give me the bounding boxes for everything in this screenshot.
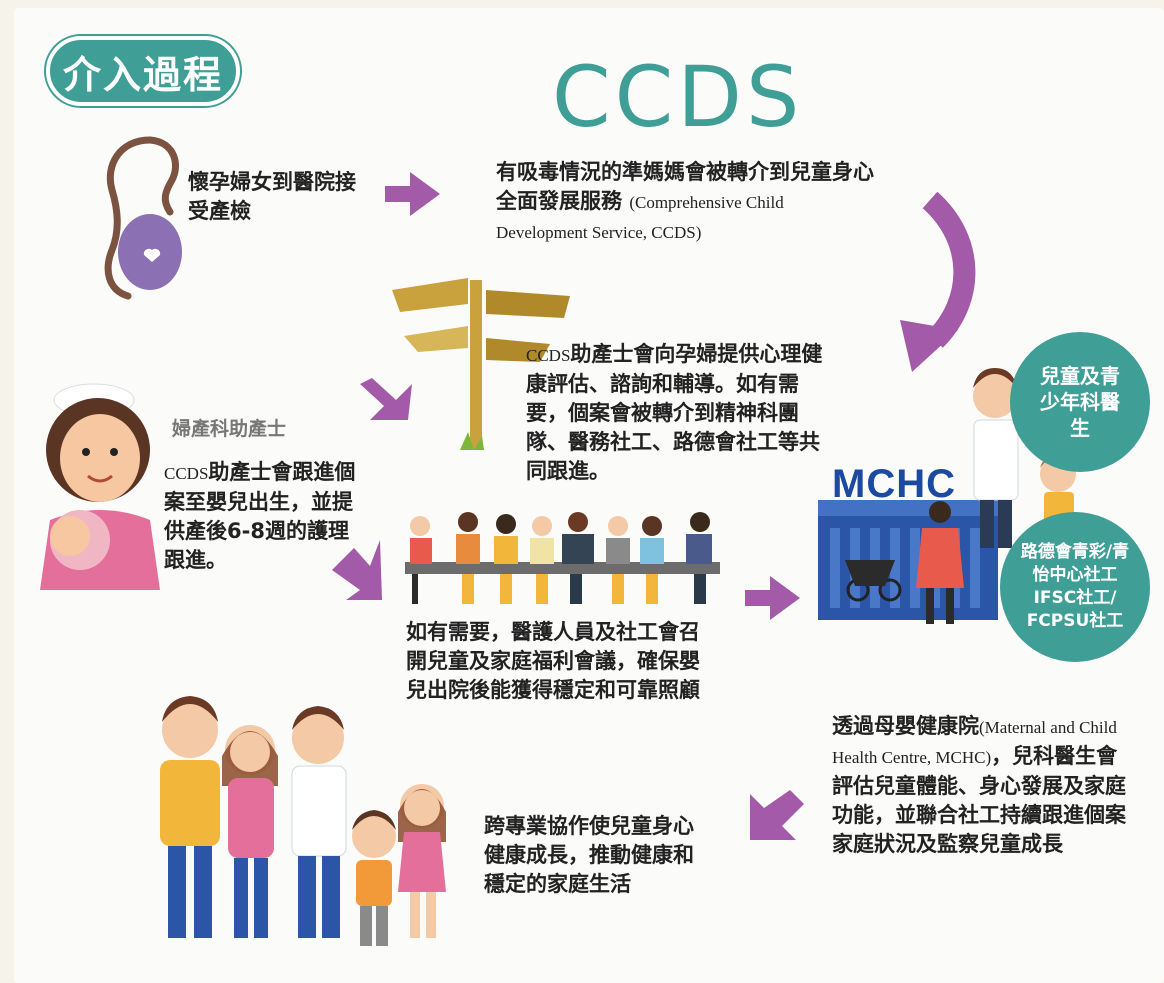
step-assessment-text: CCDS助產士會向孕婦提供心理健康評估、諮詢和輔導。如有需要，個案會被轉介到精神… bbox=[526, 340, 826, 486]
assessment-prefix: CCDS bbox=[526, 346, 571, 365]
step-prenatal-text: 懷孕婦女到醫院接受產檢 bbox=[188, 170, 356, 223]
step-followup-text: CCDS助產士會跟進個案至嬰兒出生，並提供產後6-8週的護理跟進。 bbox=[164, 458, 364, 575]
step-mchc-text: 透過母嬰健康院(Maternal and Child Health Centre… bbox=[832, 712, 1132, 859]
step-conference-text: 如有需要，醫護人員及社工會召開兒童及家庭福利會議，確保嬰兒出院後能獲得穩定和可靠… bbox=[406, 620, 700, 702]
arrow-down-right-icon bbox=[332, 540, 382, 600]
nurse-with-baby-icon bbox=[40, 383, 160, 590]
arrow-right-icon bbox=[745, 576, 800, 620]
social-worker-badge: 路德會青彩/青怡中心社工 IFSC社工/ FCPSU社工 bbox=[1000, 512, 1150, 662]
mchc-building-icon bbox=[818, 500, 998, 624]
arrow-down-left-icon bbox=[360, 378, 412, 420]
family-icon bbox=[160, 696, 446, 946]
referral-zh: 有吸毒情況的準媽媽會被轉介到兒童身心全面發展服務 bbox=[496, 160, 874, 213]
meeting-illustration bbox=[405, 512, 720, 604]
mchc-prefix: 透過母嬰健康院 bbox=[832, 714, 979, 738]
doctor-icon bbox=[973, 368, 1019, 548]
pregnant-woman-icon bbox=[104, 136, 182, 300]
referral-en: (Comprehensive Child Development Service… bbox=[496, 193, 784, 242]
ccds-logo: CCDS bbox=[552, 48, 804, 146]
midwife-label: 婦產科助產士 bbox=[172, 418, 287, 440]
arrow-down-left-icon bbox=[750, 790, 804, 840]
assessment-body: 助產士會向孕婦提供心理健康評估、諮詢和輔導。如有需要，個案會被轉介到精神科團隊、… bbox=[526, 342, 823, 483]
step-outcome-text: 跨專業協作使兒童身心健康成長，推動健康和穩定的家庭生活 bbox=[484, 814, 694, 896]
mchc-en: (Maternal and Child Health Centre, MCHC) bbox=[832, 718, 1117, 767]
followup-body: 助產士會跟進個案至嬰兒出生，並提供產後6-8週的護理跟進。 bbox=[164, 460, 356, 572]
flow-arrows bbox=[332, 172, 804, 840]
mchc-sign: MCHC bbox=[832, 462, 956, 506]
step-referral-text: 有吸毒情況的準媽媽會被轉介到兒童身心全面發展服務 (Comprehensive … bbox=[496, 158, 876, 247]
paediatrician-badge: 兒童及青少年科醫生 bbox=[1010, 332, 1150, 472]
curved-arrow-icon bbox=[900, 191, 976, 372]
followup-prefix: CCDS bbox=[164, 464, 209, 483]
signpost-icon bbox=[392, 278, 570, 450]
mchc-body: ，兒科醫生會評估兒童體能、身心發展及家庭功能，並聯合社工持續跟進個案家庭狀況及監… bbox=[832, 744, 1126, 856]
arrow-right-icon bbox=[385, 172, 440, 216]
page-title: 介入過程 bbox=[46, 36, 240, 106]
